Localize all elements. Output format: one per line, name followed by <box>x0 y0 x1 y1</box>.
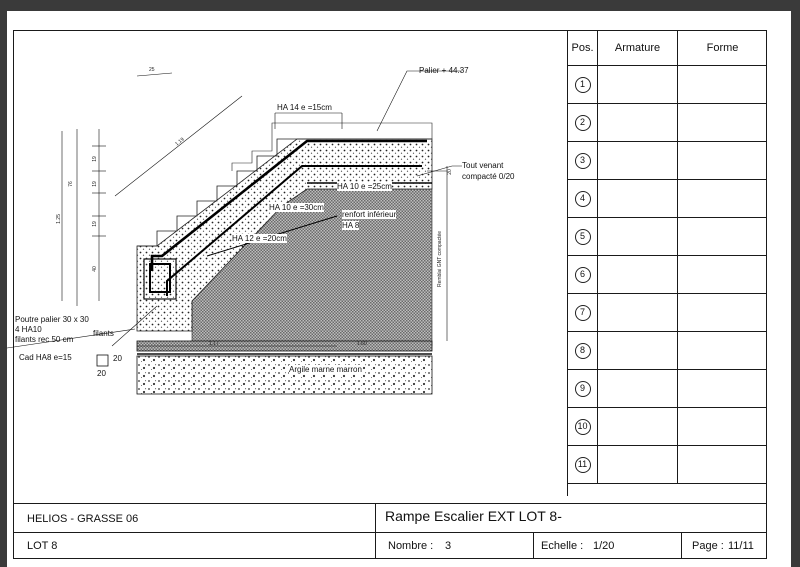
pos-3: 3 <box>574 152 591 169</box>
pos-1: 1 <box>574 76 591 93</box>
dim-76: 76 <box>67 181 74 187</box>
label-filants-rec: filants rec 50 cm <box>15 335 74 344</box>
echelle-label: Echelle : <box>541 540 584 552</box>
stair-section-drawing <box>7 70 462 395</box>
pos-8: 8 <box>574 342 591 359</box>
dim-125: 1.25 <box>55 214 62 224</box>
drawing-title: Rampe Escalier EXT LOT 8- <box>385 508 562 524</box>
label-cad-h: 20 <box>97 369 106 378</box>
table-row: 3 <box>568 142 767 180</box>
pos-7: 7 <box>574 304 591 321</box>
label-poutre: Poutre palier 30 x 30 <box>15 315 89 324</box>
table-row: 4 <box>568 180 767 218</box>
armature-table: Pos. Armature Forme 1 2 3 4 5 6 7 <box>567 30 767 496</box>
argile-layer <box>136 355 433 395</box>
table-header-row: Pos. Armature Forme <box>568 30 767 66</box>
echelle-value: 1/20 <box>593 540 615 552</box>
header-armature: Armature <box>598 30 678 65</box>
lot-name: LOT 8 <box>27 540 58 552</box>
table-row: 8 <box>568 332 767 370</box>
label-ha14: HA 14 e =15cm <box>277 103 332 112</box>
label-cad-w: 20 <box>113 354 122 363</box>
client-name: HELIOS - GRASSE 06 <box>27 513 139 525</box>
table-row: 10 <box>568 408 767 446</box>
header-pos: Pos. <box>568 30 598 65</box>
label-renfort-ha8: HA 8 <box>342 221 360 230</box>
rebar-ha12 <box>166 165 422 296</box>
dim-20: 20 <box>446 169 453 175</box>
label-cad: Cad HA8 e=15 <box>19 353 72 362</box>
label-ha12: HA 12 e =20cm <box>232 234 287 243</box>
dim-rembl: Remblai GNT compactée <box>437 230 444 288</box>
label-palier: Palier + 44.37 <box>419 66 469 75</box>
page-value: 11/11 <box>728 540 754 552</box>
table-row: 2 <box>568 104 767 142</box>
pos-10: 10 <box>574 418 591 435</box>
table-row: 5 <box>568 218 767 256</box>
table-row: 11 <box>568 446 767 484</box>
dim-117: 1.17 <box>209 341 219 347</box>
label-filants: filants <box>93 329 114 338</box>
rebar-ha14 <box>150 139 427 271</box>
pos-4: 4 <box>574 190 591 207</box>
title-block: HELIOS - GRASSE 06 LOT 8 Rampe Escalier … <box>13 503 767 559</box>
nombre-label: Nombre : <box>388 540 434 552</box>
label-renfort: renfort inférieur <box>342 210 397 219</box>
label-ha10-25: HA 10 e =25cm <box>337 182 392 191</box>
drawing-sheet: Palier + 44.37 HA 14 e =15cm Tout venant… <box>7 11 791 567</box>
drawing-frame <box>13 30 767 559</box>
table-row: 6 <box>568 256 767 294</box>
label-tout-venant: Tout venant <box>462 161 504 170</box>
step-risers-upper <box>231 122 433 171</box>
pos-6: 6 <box>574 266 591 283</box>
table-row: 7 <box>568 294 767 332</box>
dim-19b: 19 <box>91 181 98 187</box>
dim-25: 25 <box>149 67 155 73</box>
header-forme: Forme <box>706 41 739 54</box>
steps-outline <box>137 138 432 247</box>
nombre-value: 3 <box>445 540 452 552</box>
dim-19a: 19 <box>91 156 98 162</box>
pos-5: 5 <box>574 228 591 245</box>
dim-160: 1.60 <box>357 341 367 347</box>
pos-9: 9 <box>574 380 591 397</box>
dim-19c: 19 <box>91 221 98 227</box>
cad-square-icon <box>96 354 109 367</box>
pos-11: 11 <box>574 456 591 473</box>
dim-40: 40 <box>91 266 98 272</box>
table-row: 9 <box>568 370 767 408</box>
label-ha10-30: HA 10 e =30cm <box>269 203 324 212</box>
pos-2: 2 <box>574 114 591 131</box>
page-label: Page : <box>692 540 724 552</box>
label-4ha10: 4 HA10 <box>15 325 42 334</box>
label-argile: Argile marne marron <box>289 365 362 374</box>
table-row: 1 <box>568 66 767 104</box>
label-compacte: compacté 0/20 <box>462 172 515 181</box>
